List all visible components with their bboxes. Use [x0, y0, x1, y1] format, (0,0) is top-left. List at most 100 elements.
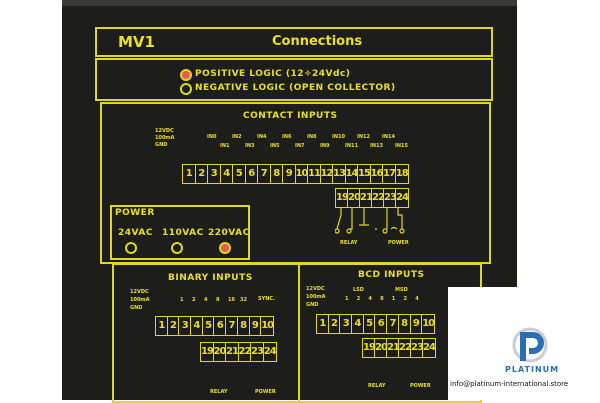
device-panel	[62, 0, 517, 400]
negative-logic-label: NEGATIVE LOGIC (OPEN COLLECTOR)	[195, 83, 396, 93]
input-label: 32	[240, 297, 247, 303]
positive-logic-label: POSITIVE LOGIC (12÷24Vdc)	[195, 69, 351, 79]
bcd-relay-label: RELAY	[368, 383, 386, 389]
supply-100ma: 100mA	[130, 297, 150, 303]
input-label: IN13	[370, 143, 384, 149]
terminal-21: 21	[360, 189, 373, 207]
terminal-19: 19	[201, 343, 214, 361]
input-label: IN8	[307, 134, 317, 140]
bcd-lsd-label: LSD	[353, 287, 364, 293]
input-label: 16	[228, 297, 235, 303]
terminal-9: 9	[283, 165, 296, 183]
bcd-power-label: POWER	[410, 383, 431, 389]
terminal-5: 5	[203, 317, 215, 335]
terminal-8: 8	[271, 165, 283, 183]
input-label: 2	[192, 297, 196, 303]
input-label: IN9	[320, 143, 330, 149]
terminal-3: 3	[340, 315, 353, 333]
binary-relay-label: RELAY	[210, 389, 228, 395]
terminal-10: 10	[422, 318, 435, 329]
terminal-2: 2	[168, 317, 180, 335]
binary-sync-label: SYNC.	[258, 296, 275, 302]
terminal-23: 23	[411, 339, 424, 357]
contact-supply-labels: 12VDC 100mA GND	[155, 128, 175, 149]
terminal-14: 14	[346, 165, 358, 183]
terminal-24: 24	[423, 342, 436, 353]
terminal-3: 3	[179, 317, 192, 335]
terminal-6: 6	[214, 317, 227, 335]
supply-12vdc: 12VDC	[306, 286, 325, 292]
binary-supply-labels: 12VDC 100mA GND	[130, 288, 150, 312]
input-label: 4	[204, 297, 208, 303]
terminal-6: 6	[246, 165, 258, 183]
terminal-8: 8	[238, 317, 250, 335]
power-110vac-led	[171, 242, 183, 254]
terminal-22: 22	[399, 339, 412, 357]
power-option-24vac: 24VAC	[118, 228, 153, 238]
input-label: IN0	[207, 134, 217, 140]
page-title: Connections	[272, 34, 363, 49]
terminal-2: 2	[329, 315, 341, 333]
terminal-2: 2	[196, 165, 208, 183]
terminal-7: 7	[387, 315, 399, 333]
terminal-9: 9	[250, 317, 262, 335]
contact-email: info@platinum-international.store	[450, 380, 569, 388]
terminal-18: 18	[395, 168, 409, 179]
power-box	[110, 205, 250, 260]
power-title: POWER	[115, 208, 155, 218]
input-label: IN2	[232, 134, 242, 140]
supply-gnd: GND	[130, 305, 143, 311]
terminal-7: 7	[226, 317, 238, 335]
supply-12vdc: 12VDC	[155, 128, 174, 134]
input-label: IN10	[332, 134, 346, 140]
logic-box	[95, 58, 493, 101]
supply-100ma: 100mA	[155, 135, 175, 141]
model-label: MV1	[118, 33, 155, 51]
platinum-logo-icon	[512, 327, 548, 363]
header-box	[95, 27, 493, 57]
terminal-23: 23	[384, 189, 397, 207]
terminal-21: 21	[226, 343, 239, 361]
supply-gnd: GND	[306, 302, 319, 308]
terminal-1: 1	[183, 165, 196, 183]
terminal-4: 4	[221, 165, 233, 183]
device-top-edge	[62, 0, 517, 6]
terminal-7: 7	[258, 165, 271, 183]
terminal-16: 16	[371, 165, 383, 183]
contact-power-label: POWER	[388, 240, 409, 246]
supply-12vdc: 12VDC	[130, 289, 149, 295]
input-label: IN1	[220, 143, 230, 149]
terminal-12: 12	[321, 165, 333, 183]
terminal-22: 22	[239, 343, 251, 361]
input-label: 1	[391, 296, 396, 302]
binary-power-label: POWER	[255, 389, 276, 395]
bcd-supply-labels: 12VDC 100mA GND	[306, 285, 326, 309]
input-label: IN6	[282, 134, 292, 140]
input-label: IN14	[382, 134, 396, 140]
terminal-24: 24	[396, 192, 409, 203]
input-label: 4	[368, 296, 372, 302]
input-label: 1	[345, 296, 349, 302]
supply-100ma: 100mA	[306, 294, 326, 300]
contact-relay-label: RELAY	[340, 240, 358, 246]
input-label: 8	[216, 297, 220, 303]
negative-logic-led	[180, 83, 192, 95]
terminal-8: 8	[399, 315, 411, 333]
input-label: 8	[380, 296, 384, 302]
terminal-10: 10	[261, 320, 274, 331]
bcd-msd-label: MSD	[395, 287, 408, 293]
terminal-13: 13	[333, 165, 346, 183]
terminal-5: 5	[233, 165, 246, 183]
power-option-220vac: 220VAC	[208, 228, 250, 238]
power-option-110vac: 110VAC	[162, 228, 204, 238]
terminal-19: 19	[363, 339, 376, 357]
input-label: IN3	[245, 143, 255, 149]
binary-inputs-title: BINARY INPUTS	[168, 273, 253, 283]
terminal-3: 3	[208, 165, 221, 183]
terminal-20: 20	[214, 343, 226, 361]
input-label: IN15	[395, 143, 409, 149]
contact-wiring-symbols	[335, 207, 405, 234]
